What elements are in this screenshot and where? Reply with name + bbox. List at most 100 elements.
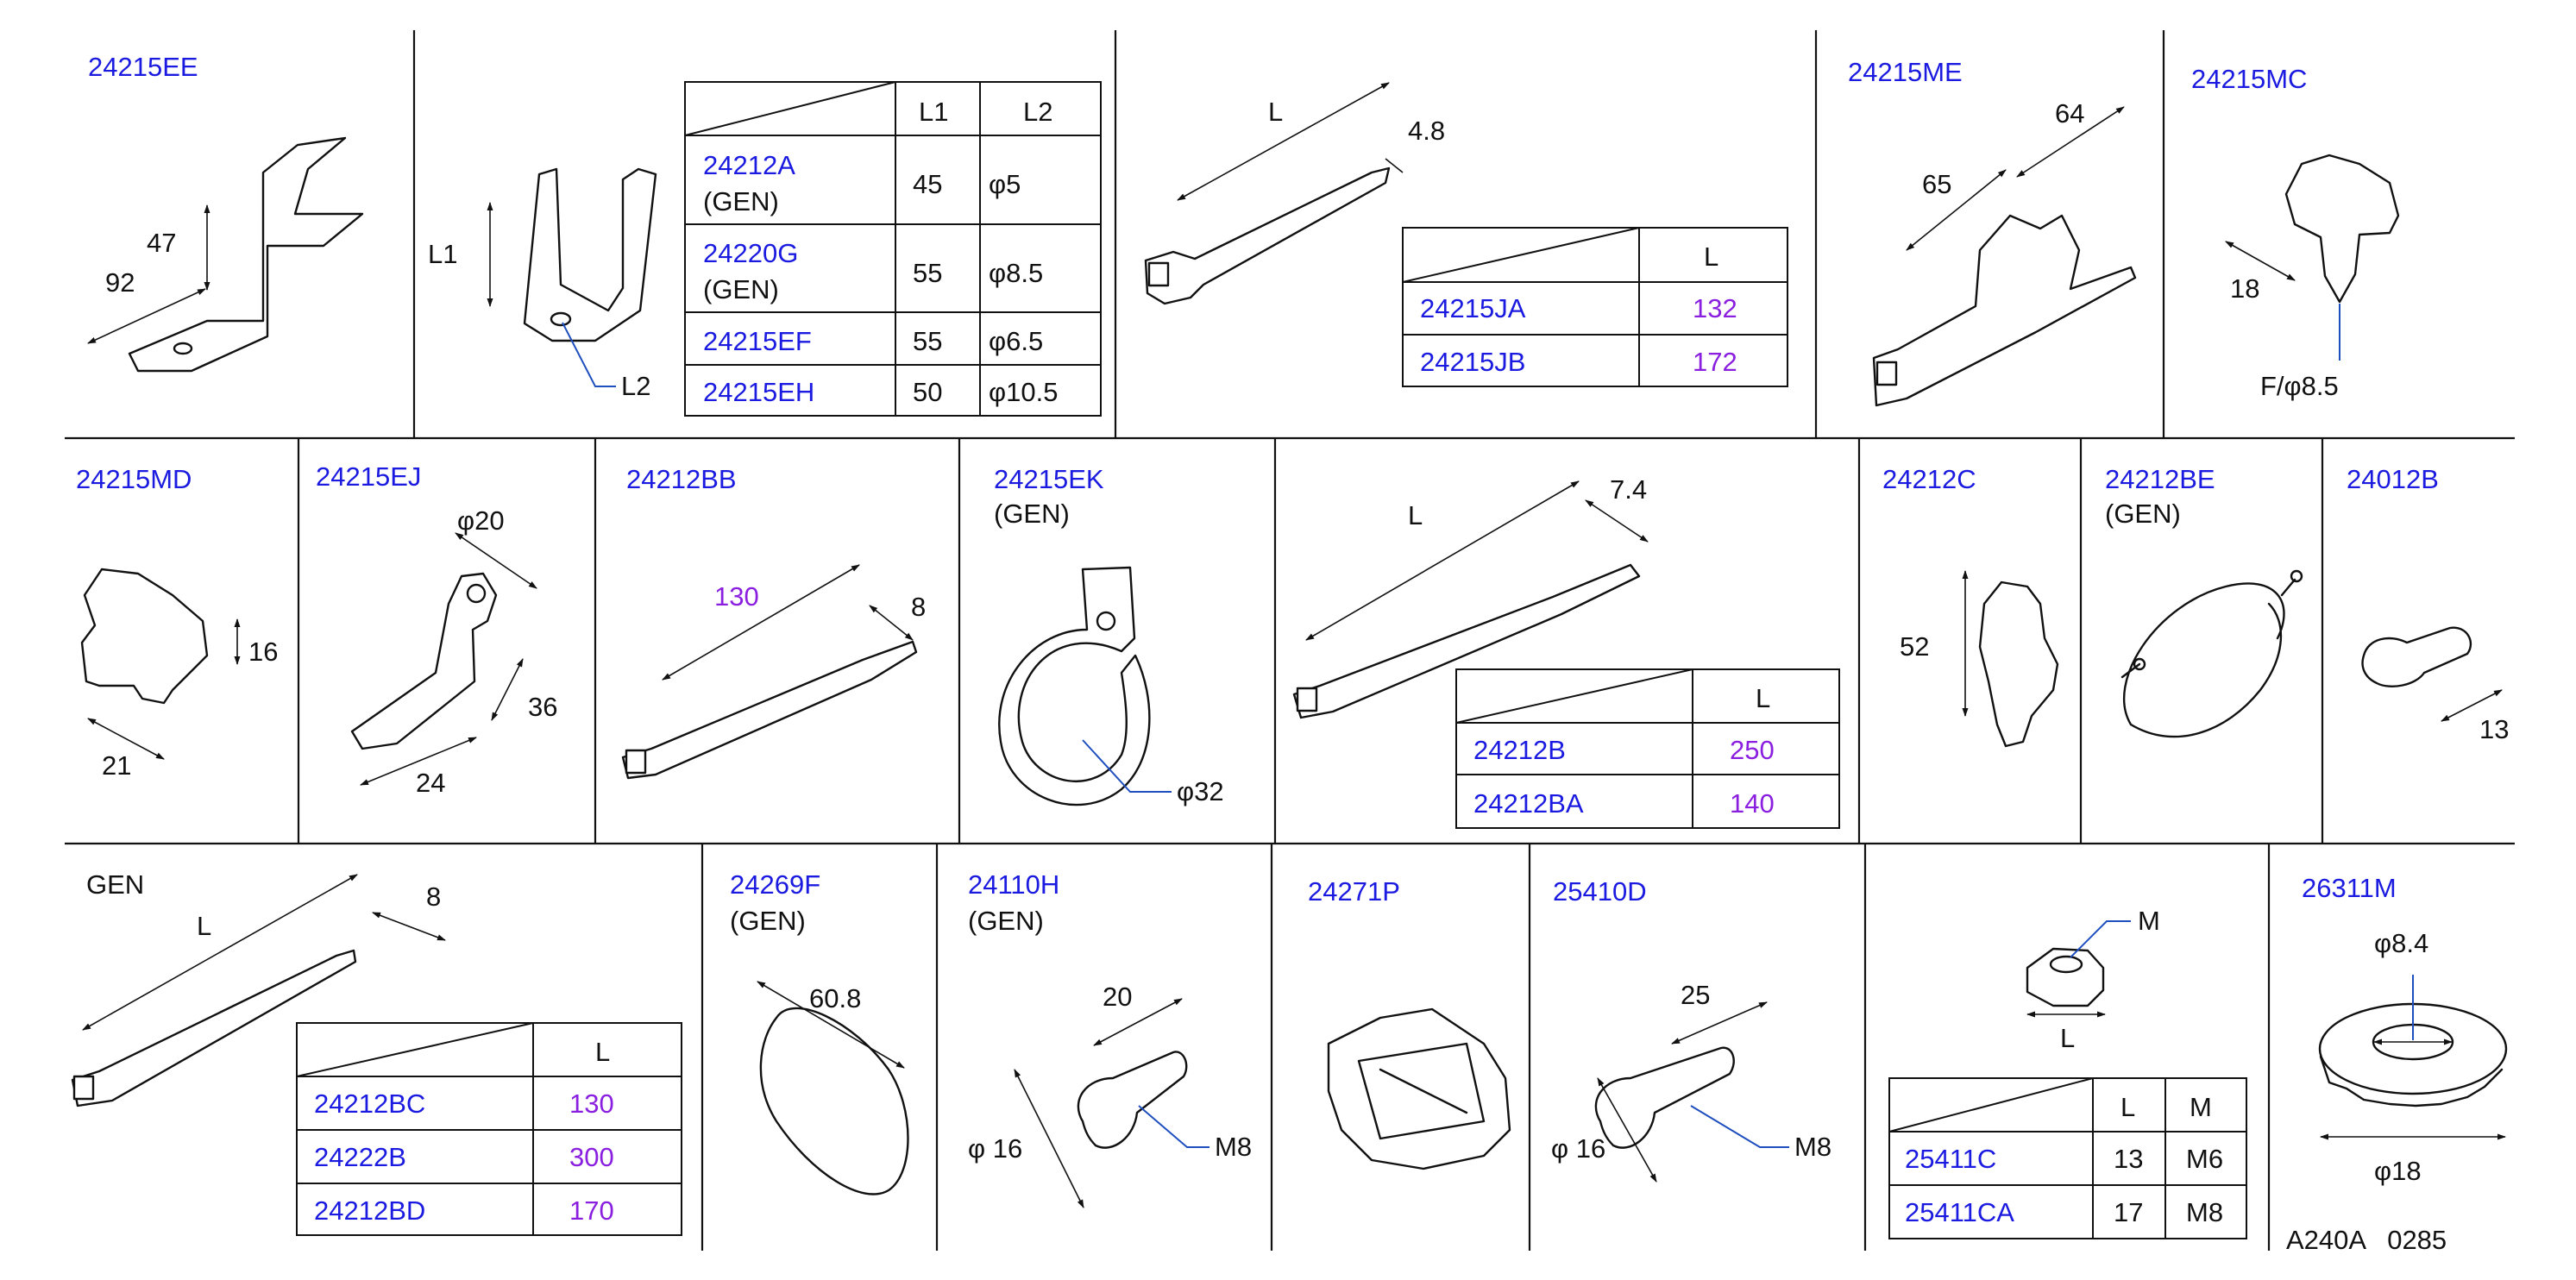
dimension-8-line [869,605,914,641]
dimension-L-line-3 [82,874,358,1031]
dimension-60-8-line [757,981,905,1069]
cell-24212BE: 24212BE (GEN) [2105,464,2303,738]
dimension-20-line [1093,998,1183,1046]
table-header-L: L [1756,683,1770,713]
gen-note: (GEN) [968,906,1044,936]
dimension-f20: φ20 [457,505,505,536]
part-number-24215MC: 24215MC [2191,64,2307,94]
wire-clip-eye [2290,569,2303,583]
table-row-part: 24212A [703,150,795,180]
cell-26311M: 26311M φ8.4 φ18 [2302,873,2508,1186]
table-row-part: 25411C [1905,1144,1996,1174]
dimension-f32-leader [1082,739,1172,793]
table-header-M: M [2190,1092,2212,1122]
cell-24212BB: 24212BB 130 8 [621,464,926,780]
cell-24012B: 24012B 13 [2347,464,2509,744]
dimension-8: 8 [911,592,926,622]
part-number-24215EE: 24215EE [88,52,198,82]
dimension-36: 36 [528,692,557,722]
cell-24215MC: 24215MC 18 F/φ8.5 [2191,64,2400,401]
nut-hole [2049,955,2083,974]
dimension-92: 92 [105,267,135,298]
part-number-26311M: 26311M [2302,873,2397,903]
cell-cable-tie-b: L 7.4 L 24212B 250 24212BA 140 [1292,474,1840,829]
table-header-L: L [595,1037,610,1067]
clip-24215ME-head [1875,361,1898,386]
table-header-L: L [2120,1092,2135,1122]
cell-nut: M L L M 25411C 13 M6 25411CA 17 M8 [1888,906,2247,1239]
gen-note: (GEN) [2105,499,2181,529]
table-row-part: 24215JB [1420,347,1525,377]
dimension-16: 16 [248,637,278,667]
dimension-L1: L1 [428,239,457,269]
table-row-part: 24212B [1473,735,1566,765]
dimension-L-line [1177,82,1390,201]
dimension-L-4: L [2060,1023,2075,1053]
table-row-l: 130 [569,1089,614,1119]
dimension-130: 130 [714,581,759,612]
table-row-m: M6 [2186,1144,2223,1174]
table-row-l: 250 [1730,735,1775,765]
figure-code: A240A 0285 [2286,1225,2447,1255]
washer-serrations [2319,1055,2504,1107]
dimension-13: 13 [2479,714,2509,744]
table-row-m: M8 [2186,1197,2223,1227]
dimension-64-line [2016,106,2125,178]
dimension-phi16-line [1014,1069,1084,1208]
part-number-25410D: 25410D [1553,876,1647,907]
dimension-25: 25 [1681,980,1710,1010]
u-bracket-hole [550,311,572,327]
dimension-L2-leader [562,322,616,387]
table-header-L2: L2 [1023,97,1052,127]
table-row-l: 172 [1693,347,1737,377]
part-number-24215ME: 24215ME [1848,57,1963,87]
cable-tie-24212BB-head [625,749,647,775]
dimension-f8-5: F/φ8.5 [2260,371,2339,401]
cell-24215MD: 24215MD 16 21 [76,464,278,781]
dimension-7-4-line [1585,499,1649,543]
part-number-24215EJ: 24215EJ [316,461,421,492]
bracket-hole [173,342,193,355]
cell-24215EE: 24215EE 47 92 [87,52,364,373]
dimension-M: M [2138,906,2160,936]
gen-note: (GEN) [994,499,1070,529]
table-header-L1: L1 [919,97,948,127]
dimension-M8-leader-2 [1690,1105,1789,1148]
dimension-65-line [1906,169,2007,251]
dimension-8-line-2 [372,912,446,941]
table-row-part: 24215JA [1420,293,1526,323]
table-row-l: 170 [569,1195,614,1226]
cell-25410D: 25410D 25 φ 16 M8 [1551,876,1831,1183]
dimension-64: 64 [2055,98,2084,129]
bolt-25410D-drawing [1594,1046,1735,1149]
cell-u-bracket: L1 L2 L1 L2 24212A (GEN) 45 φ5 24220G (G… [428,81,1102,417]
table-l1-l2: L1 L2 24212A (GEN) 45 φ5 24220G (GEN) 55… [684,81,1102,417]
table-row-l1: 50 [913,377,942,407]
nut-drawing [2026,947,2105,1007]
table-ja-jb: L 24215JA 132 24215JB 172 [1402,227,1788,387]
cell-cable-tie-ja: L 4.8 L 24215JA 132 24215JB 172 [1144,82,1788,387]
dimension-f32: φ32 [1177,776,1224,806]
part-number-24212BE: 24212BE [2105,464,2215,494]
clamp-hole [1096,611,1116,631]
dimension-18: 18 [2230,273,2259,304]
table-row-l2: φ5 [989,169,1021,199]
table-bc: L 24212BC 130 24222B 300 24212BD 170 [296,1022,682,1236]
dimension-18-line [2225,241,2296,281]
dimension-47: 47 [147,228,176,258]
bracket-24215EE-drawing [128,136,364,373]
dimension-L-3: L [197,911,211,941]
wire-clip-24212BE-drawing [2120,578,2296,738]
dimension-21: 21 [102,750,131,781]
cable-tie-24212BB-drawing [621,640,918,780]
cell-24215EK: 24215EK (GEN) φ32 [994,464,1224,806]
dimension-24: 24 [416,768,445,798]
table-row-l1: 55 [913,258,942,288]
dimension-13-line [2441,689,2503,722]
dimension-8-2: 8 [426,882,441,912]
part-number-24110H: 24110H [968,869,1059,900]
grid-lines [65,30,2515,1251]
part-number-24012B: 24012B [2347,464,2439,494]
dimension-36-line [491,658,524,721]
dimension-phi16-line-2 [1597,1077,1657,1183]
